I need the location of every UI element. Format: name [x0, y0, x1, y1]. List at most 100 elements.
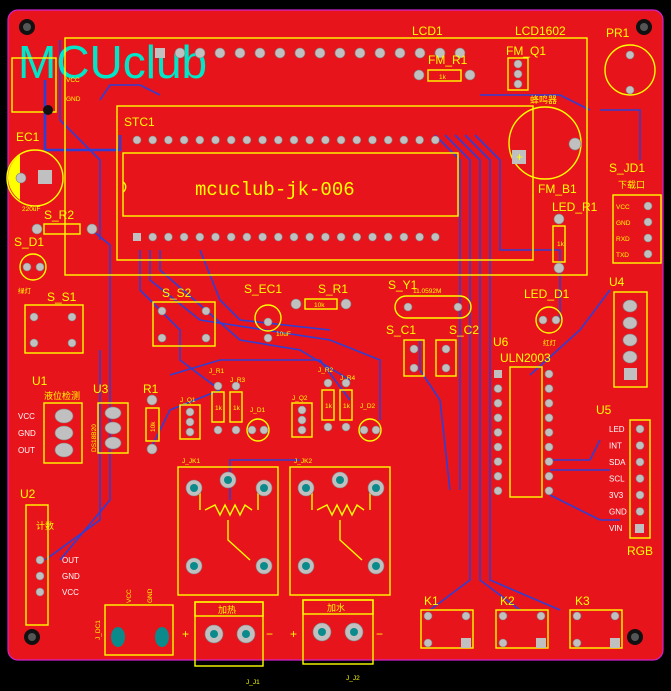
buzzer-label: 蜂鸣器 — [530, 94, 557, 105]
u6-pin — [544, 457, 554, 466]
u5-pin — [635, 441, 645, 450]
lcd-pin — [214, 47, 226, 59]
s-y1-label: S_Y1 — [388, 278, 418, 292]
u6-pins — [493, 369, 554, 496]
u2-sub: 计数 — [36, 520, 54, 531]
buzzer-pad — [512, 150, 526, 164]
stc1-pin — [430, 232, 440, 242]
s-c1-body — [403, 339, 425, 377]
s-r2-label: S_R2 — [44, 208, 74, 222]
j-r1-body — [211, 391, 225, 423]
j-d1-label: J_D1 — [250, 407, 266, 414]
led-d1-outline — [535, 306, 563, 334]
s-ec1-pad — [263, 317, 273, 327]
s-c2-pad — [441, 363, 451, 373]
fm-b1-label: FM_B1 — [538, 182, 577, 196]
j-r1-pad — [213, 381, 223, 391]
stc1-pin — [242, 232, 252, 242]
stc1-pin — [383, 135, 393, 145]
u2-pad — [35, 571, 45, 581]
k2-outline — [495, 609, 549, 649]
u1-label: U1 — [32, 374, 48, 388]
uln2003-label: ULN2003 — [500, 351, 551, 365]
u6-pin — [493, 384, 503, 393]
stc1-pin — [179, 232, 189, 242]
s-d1-outline — [19, 253, 47, 281]
ec1-pad — [38, 170, 52, 184]
stc1-pin — [399, 232, 409, 242]
j-r4-label: J_R4 — [340, 375, 356, 382]
u5-pin-label: VIN — [609, 524, 623, 533]
j-r3-value: 1k — [233, 405, 241, 412]
u5-pin — [635, 424, 645, 434]
s-d1-pad — [35, 262, 45, 272]
stc1-pin — [258, 135, 267, 145]
stc1-pin — [164, 232, 173, 242]
s-s2-outline — [152, 301, 216, 347]
u5-pin-label: LED — [609, 425, 625, 434]
u6-pin — [544, 428, 554, 437]
j-r3-label: J_R3 — [230, 377, 246, 384]
u4-pins — [622, 299, 638, 380]
stc1-pin — [132, 135, 142, 145]
s-r1-label: S_R1 — [318, 282, 348, 296]
u3-label: U3 — [93, 382, 109, 396]
k1-outline — [420, 609, 474, 649]
s-s2-pad — [157, 333, 167, 343]
term2-plus: + — [290, 627, 297, 641]
stc1-pin — [148, 135, 157, 145]
s-ec1-outline — [254, 304, 282, 332]
stc1-pin — [211, 135, 220, 145]
lcd1602-label: LCD1602 — [515, 24, 566, 38]
s-r2-body — [43, 223, 81, 235]
pr1-label: PR1 — [606, 26, 630, 40]
u6-pin — [544, 413, 554, 423]
stc1-pin — [273, 232, 283, 242]
led-d1-label: LED_D1 — [524, 287, 570, 301]
stc1-pin — [211, 232, 220, 242]
stc1-pin — [321, 135, 330, 145]
j-q1-pad — [185, 417, 195, 427]
u3-sub: DS18B20 — [91, 424, 98, 452]
u2-pin-vcc: VCC — [62, 588, 79, 597]
led-d1-pad — [538, 315, 548, 325]
j-d2-pad — [371, 425, 381, 435]
s-r1-body — [304, 298, 338, 310]
j-q1-pad — [185, 427, 195, 437]
s-s1-pad — [67, 312, 77, 322]
u5-label: U5 — [596, 403, 612, 417]
u5-pin-label: GND — [609, 508, 627, 517]
mounting-holes — [19, 19, 652, 645]
lcd-pin — [234, 47, 246, 59]
ec1-outline — [6, 149, 64, 207]
k3-pad — [572, 611, 582, 621]
stc1-pin — [305, 232, 315, 242]
u5-pin — [635, 457, 645, 467]
k2-pad — [536, 638, 546, 648]
s-jd1-sub: 下载口 — [618, 179, 645, 190]
j-dc1-gnd: GND — [147, 588, 154, 603]
lcd-pin — [314, 47, 326, 59]
term2-minus: − — [376, 627, 383, 641]
stc1-outline — [116, 105, 534, 261]
lcd-pin — [434, 47, 446, 59]
s-jd1-pin — [643, 201, 653, 211]
u5-pin — [635, 474, 645, 483]
s-r2-pad — [31, 223, 43, 235]
s-jd1-pin-label: TXD — [616, 252, 629, 259]
j-r2-pad — [323, 378, 333, 388]
s-ec1-value: 10uF — [276, 331, 291, 338]
fm-q1-label: FM_Q1 — [506, 44, 546, 58]
s-r1-value: 10k — [314, 302, 325, 309]
stc1-pins — [132, 135, 440, 242]
lcd-header-pins — [155, 47, 466, 59]
stc1-pin — [368, 135, 377, 145]
stc1-pin — [179, 135, 189, 145]
u5-pin — [635, 524, 644, 533]
dc-jack-pad — [43, 105, 53, 115]
j-r1-pad — [213, 425, 223, 435]
ec1-polarity — [7, 155, 20, 200]
j-d1-pad — [247, 425, 257, 435]
